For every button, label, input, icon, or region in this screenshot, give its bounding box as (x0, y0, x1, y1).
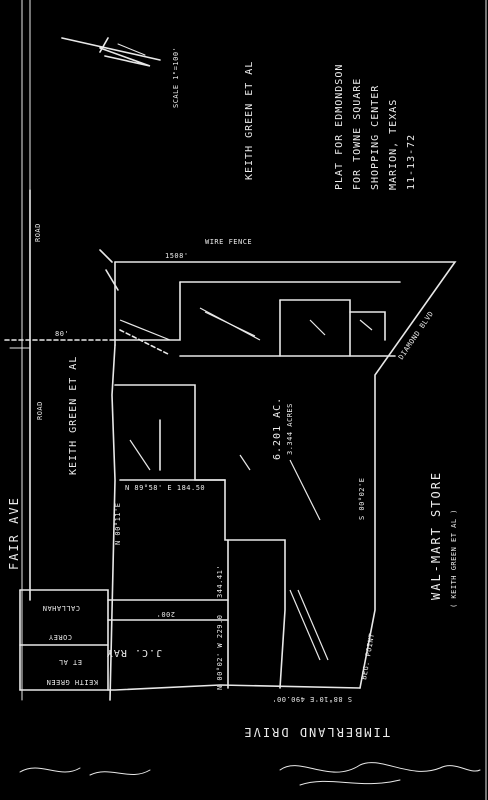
owner-keith-green-left: KEITH GREEN ET AL (68, 356, 79, 475)
owner-keith-green-bottom-1: KEITH GREEN (46, 678, 98, 686)
title-block: PLAT FOR EDMONDSON FOR TOWNE SQUARE SHOP… (334, 64, 417, 190)
dim-upper-left: 80' (55, 330, 69, 338)
title-line-3: SHOPPING CENTER (370, 85, 381, 190)
owner-keith-green-top: KEITH GREEN ET AL (244, 61, 255, 180)
tract-acreage: 6.201 AC. (272, 397, 283, 460)
street-left-road-2: ROAD (36, 401, 44, 420)
dim-top: 1508' (165, 252, 189, 260)
street-left-road: ROAD (34, 223, 42, 242)
title-line-1: PLAT FOR EDMONDSON (334, 64, 345, 190)
dim-lower-horiz: 200' (156, 610, 175, 618)
road-lines (4, 189, 119, 601)
owner-walmart: WAL-MART STORE (429, 471, 443, 600)
dim-lower-vert: N 00°02' W 229.0 (216, 615, 224, 690)
dim-mid-horiz: N 89°58' E 184.50 (125, 484, 205, 492)
owner-corey: COREY (48, 633, 72, 641)
owner-keith-green-bottom-2: ET AL (58, 658, 82, 666)
owner-walmart-sub: ( KEITH GREEN ET AL ) (450, 509, 458, 608)
owner-callahan: CALLAHAN (42, 604, 80, 612)
dim-bottom: S 88°10'E 490.00' (272, 695, 352, 703)
scale-label: SCALE 1"=100' (172, 47, 180, 108)
owner-jc-ray: J.C. RAY (106, 647, 162, 658)
dim-right-vert: S 00°02'E (358, 478, 366, 520)
street-timberland: TIMBERLAND DRIVE (242, 725, 390, 739)
street-fair-ave: FAIR AVE (7, 496, 21, 570)
hatch-marks (119, 307, 373, 661)
street-top-road: WIRE FENCE (205, 238, 252, 246)
title-line-2: FOR TOWNE SQUARE (352, 78, 363, 190)
dim-mid-vert: 344.41' (216, 565, 224, 598)
tract-area: 3.344 ACRES (286, 403, 294, 455)
dim-beg-point: BEG. POINT (360, 632, 376, 680)
parcel-boundary (19, 261, 457, 701)
title-line-4: MARION, TEXAS (388, 99, 399, 190)
signature-scribble (19, 762, 481, 786)
dim-left-vert: N 00°11'E (114, 503, 122, 545)
title-line-5: 11-13-72 (406, 134, 417, 190)
north-arrow-icon (61, 37, 161, 67)
